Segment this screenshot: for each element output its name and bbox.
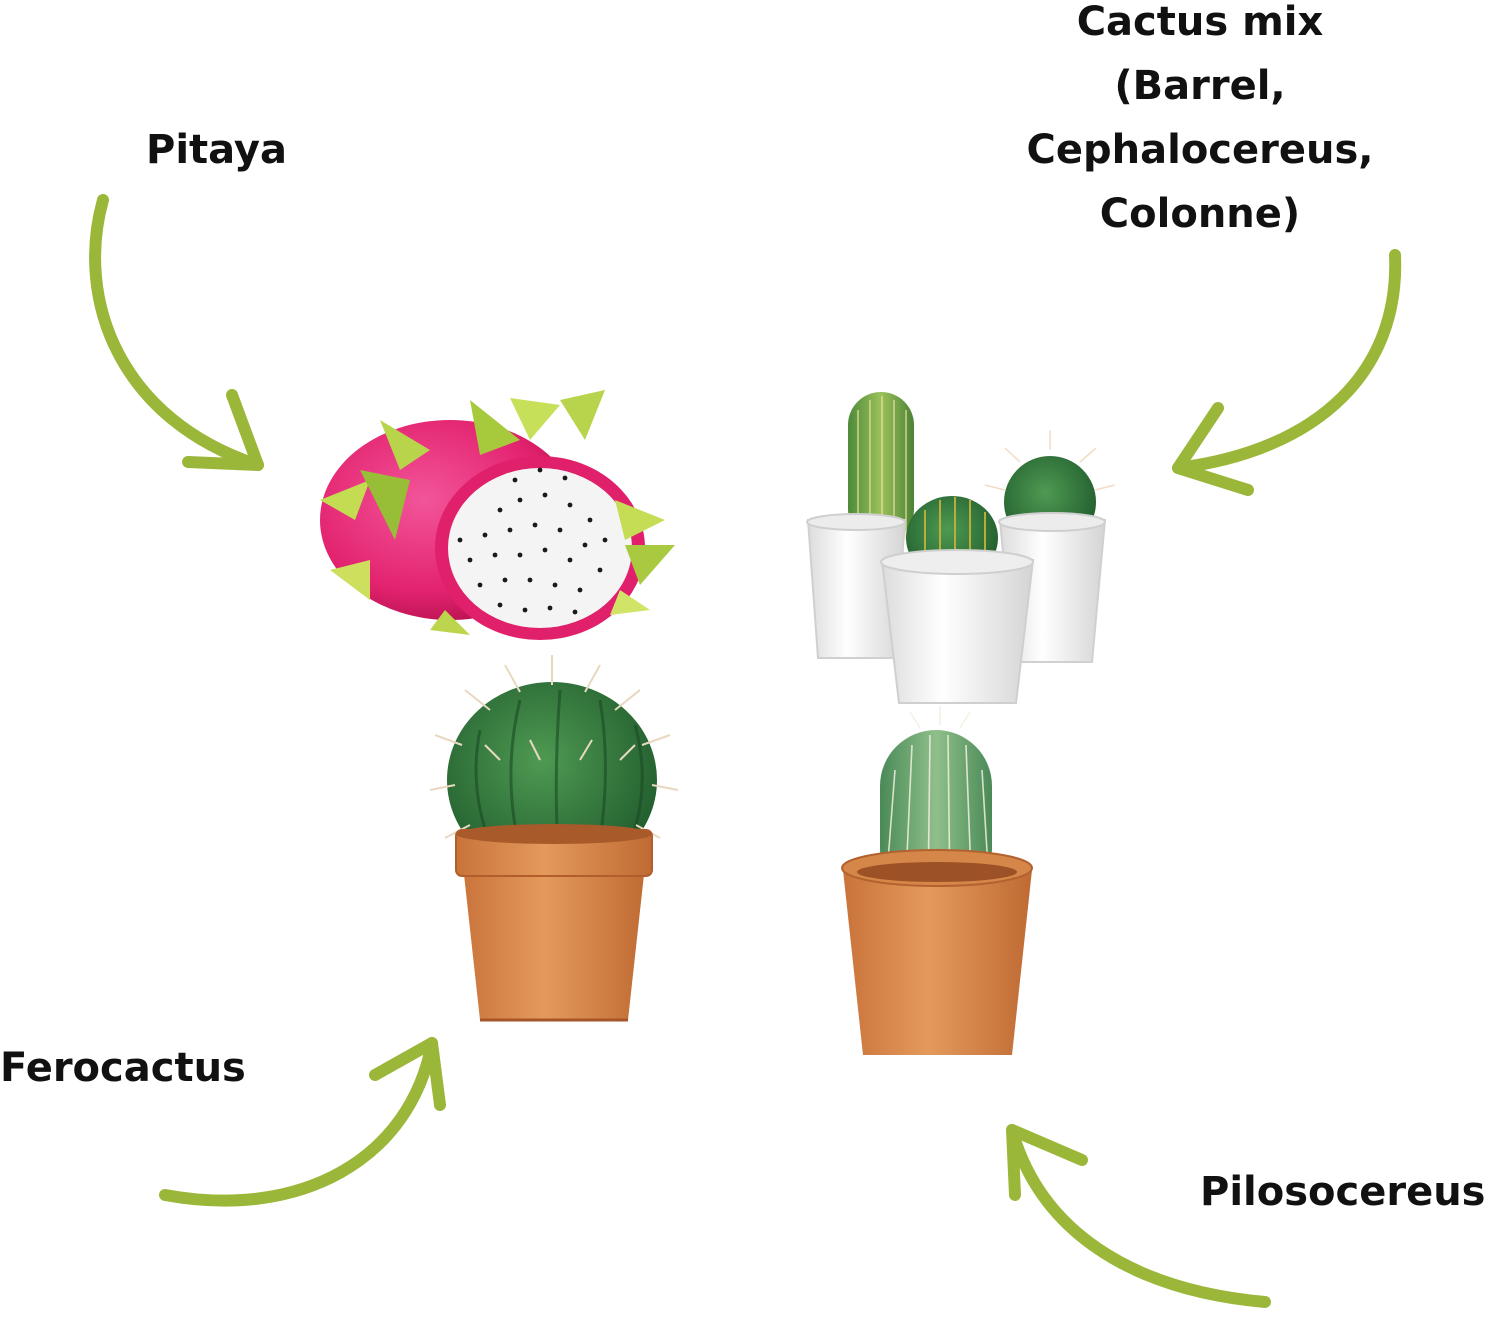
label-ferocactus: Ferocactus xyxy=(0,1045,246,1091)
arrow-pitaya xyxy=(89,194,264,471)
label-cactus-mix: Cactus mix (Barrel, Cephalocereus, Colon… xyxy=(1000,0,1400,246)
arrow-mix xyxy=(1172,249,1402,496)
label-pilosocereus: Pilosocereus xyxy=(1200,1169,1486,1215)
label-cactus-mix-line-2: (Barrel, xyxy=(1114,63,1286,109)
label-cactus-mix-line-1: Cactus mix xyxy=(1076,0,1324,45)
arrow-pilosocereus xyxy=(1006,1124,1271,1308)
dragon-fruit-photo-icon xyxy=(320,390,675,640)
label-pitaya: Pitaya xyxy=(146,127,287,173)
barrel-cactus-in-terracotta-pot-photo-icon xyxy=(429,655,679,1022)
arrow-ferocactus xyxy=(159,1037,446,1207)
label-cactus-mix-line-4: Colonne) xyxy=(1099,191,1301,237)
three-potted-cacti-photo-icon xyxy=(806,392,1116,704)
label-cactus-mix-line-3: Cephalocereus, xyxy=(1026,127,1374,173)
columnar-cactus-in-terracotta-pot-photo-icon xyxy=(841,706,1033,1055)
